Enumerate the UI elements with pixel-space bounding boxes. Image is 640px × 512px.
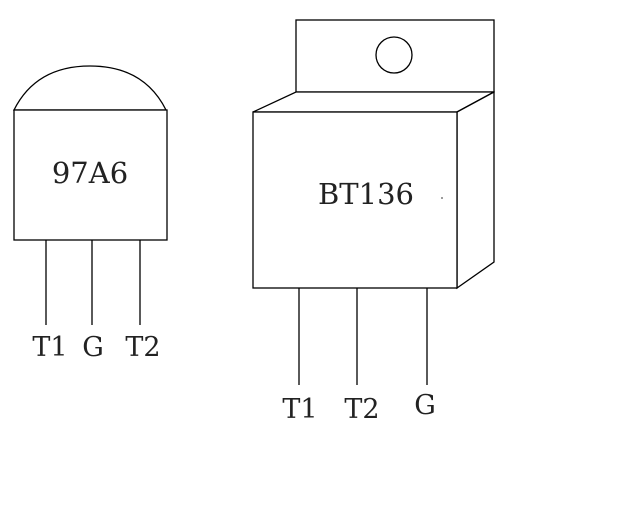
- to220-body-front-face: [252, 111, 458, 289]
- to220-mounting-hole: [375, 36, 413, 74]
- to92-part-label: 97A6: [52, 156, 128, 190]
- to220-body-top-face: [252, 91, 495, 113]
- to92-pin-label-2: G: [82, 332, 104, 363]
- to220-pin-label-3: G: [414, 390, 436, 421]
- to92-pin-label-3: T2: [125, 332, 160, 363]
- to220-pin-label-1: T1: [282, 394, 317, 425]
- to220-body-dot: [441, 197, 443, 199]
- to220-package: BT136 T1 T2 G: [252, 19, 495, 425]
- to220-body-side-face: [456, 90, 495, 290]
- to92-pin-label-1: T1: [32, 332, 67, 363]
- to220-part-label: BT136: [318, 177, 414, 211]
- to92-package: 97A6 T1 G T2: [12, 65, 168, 363]
- to92-dome: [12, 65, 168, 111]
- to92-body: [13, 109, 168, 241]
- to220-pin-label-2: T2: [344, 394, 379, 425]
